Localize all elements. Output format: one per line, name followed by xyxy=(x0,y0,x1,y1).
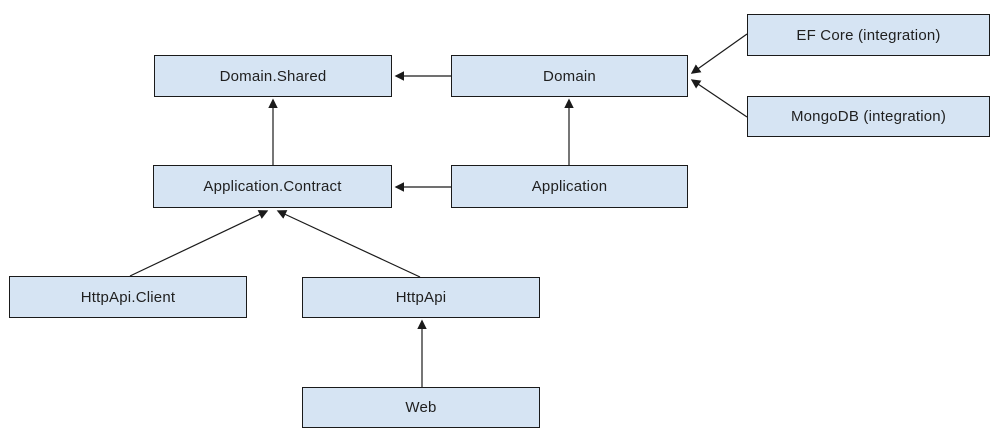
edge-mongodb-to-domain xyxy=(690,79,748,118)
node-label: MongoDB (integration) xyxy=(790,108,947,125)
node-mongodb-integration: MongoDB (integration) xyxy=(747,96,990,137)
node-domain: Domain xyxy=(451,55,688,97)
node-application: Application xyxy=(451,165,688,208)
node-label: Domain xyxy=(543,67,596,85)
node-label: Application.Contract xyxy=(203,178,342,195)
node-web: Web xyxy=(302,387,540,428)
edge-httpapi-to-application-contract xyxy=(276,210,421,278)
node-label: Domain.Shared xyxy=(219,67,327,85)
node-label: EF Core (integration) xyxy=(796,26,941,44)
node-label: Application xyxy=(531,178,608,195)
node-domain-shared: Domain.Shared xyxy=(154,55,392,97)
node-label: HttpApi.Client xyxy=(80,288,176,306)
node-ef-core-integration: EF Core (integration) xyxy=(747,14,990,56)
node-application-contract: Application.Contract xyxy=(153,165,392,208)
edge-ef-core-to-domain xyxy=(690,33,748,74)
edge-httpapi-client-to-application-contract xyxy=(129,210,269,277)
node-label: HttpApi xyxy=(395,289,447,306)
node-httpapi-client: HttpApi.Client xyxy=(9,276,247,318)
node-httpapi: HttpApi xyxy=(302,277,540,318)
node-label: Web xyxy=(405,399,437,416)
